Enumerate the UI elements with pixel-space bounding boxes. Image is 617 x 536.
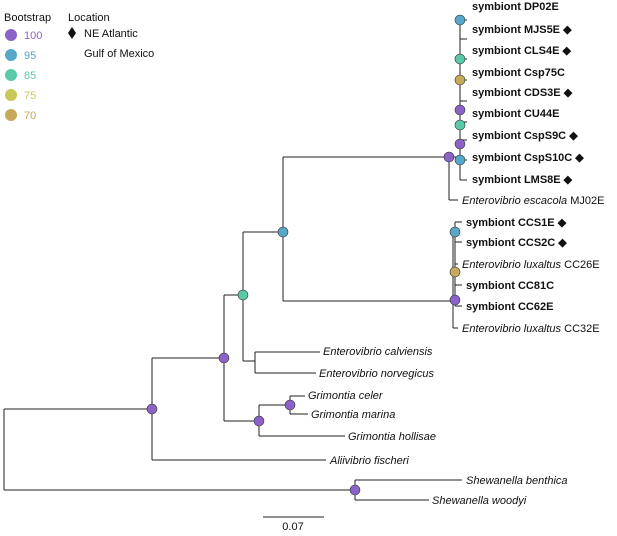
legend-swatch-100: [5, 29, 17, 41]
bootstrap-node: [454, 53, 466, 65]
taxon-label: symbiont CspS9C ◆: [472, 130, 578, 142]
legend-bootstrap-levels: 100 95 85 75 70: [5, 29, 42, 122]
legend: Bootstrap 100 95 85 75 70 Location NE Atlant…: [4, 12, 154, 122]
diamond-icon: ◆: [555, 237, 567, 249]
taxon-label: symbiont CC62E: [466, 301, 553, 313]
taxon-label: Grimontia hollisae: [348, 431, 436, 443]
legend-value-85: 85: [24, 70, 36, 82]
taxon-label: symbiont MJS5E ◆: [472, 24, 572, 36]
scale-bar: 0.07: [263, 516, 324, 533]
bootstrap-node: [449, 226, 461, 238]
diamond-icon: ◆: [566, 130, 578, 142]
taxon-label: symbiont CCS2C ◆: [466, 237, 567, 249]
taxon-label: Enterovibrio calviensis: [323, 346, 433, 358]
bootstrap-node: [218, 352, 230, 364]
bootstrap-node: [454, 119, 466, 131]
legend-swatch-70: [5, 109, 17, 121]
bootstrap-node: [454, 154, 466, 166]
bootstrap-node: [253, 415, 265, 427]
node-markers: [146, 14, 466, 496]
bootstrap-node: [454, 14, 466, 26]
enterovibrio-calv-norv: [254, 351, 320, 374]
diamond-icon: ◆: [561, 87, 573, 99]
diamond-icon: ◆: [572, 152, 584, 164]
legend-swatch-85: [5, 69, 17, 81]
bootstrap-node: [237, 289, 249, 301]
scale-bar-label: 0.07: [282, 521, 303, 531]
legend-swatch-75: [5, 89, 17, 101]
taxon-label: symbiont Csp75C: [472, 67, 565, 79]
taxon-label: Enterovibrio norvegicus: [319, 368, 434, 380]
taxon-label: Grimontia marina: [311, 409, 395, 421]
legend-value-95: 95: [24, 50, 36, 62]
taxon-label: symbiont CU44E: [472, 108, 559, 120]
taxon-label: symbiont LMS8E ◆: [472, 174, 573, 186]
taxon-label: symbiont CDS3E ◆: [472, 87, 573, 99]
tree-branches: [3, 19, 467, 501]
taxon-label: Enterovibrio escacola MJ02E: [462, 195, 604, 207]
taxon-label: Aliivibrio fischeri: [329, 455, 409, 467]
taxon-labels: symbiont DP02E symbiont MJS5E ◆ symbiont…: [308, 1, 604, 507]
bootstrap-node: [277, 226, 289, 238]
taxon-label: Enterovibrio luxaltus CC26E: [462, 259, 600, 271]
bootstrap-node: [449, 294, 461, 306]
bootstrap-node: [449, 266, 461, 278]
bootstrap-node: [443, 151, 455, 163]
legend-swatch-95: [5, 49, 17, 61]
taxon-label: Shewanella woodyi: [432, 495, 527, 507]
legend-value-75: 75: [24, 90, 36, 102]
legend-value-70: 70: [24, 110, 36, 122]
diamond-icon: ◆: [561, 174, 573, 186]
diamond-icon: ◆: [555, 217, 567, 229]
diamond-icon: [68, 27, 76, 39]
bootstrap-node: [454, 138, 466, 150]
taxon-label: Grimontia celer: [308, 390, 384, 402]
legend-location-title: Location: [68, 12, 110, 24]
legend-location-ne-atlantic: NE Atlantic: [84, 28, 138, 40]
legend-location-gulf-of-mexico: Gulf of Mexico: [84, 48, 154, 60]
taxon-label: symbiont CspS10C ◆: [472, 152, 584, 164]
bootstrap-node: [454, 104, 466, 116]
diamond-icon: ◆: [560, 24, 572, 36]
legend-bootstrap-title: Bootstrap: [4, 12, 51, 24]
taxon-label: symbiont CCS1E ◆: [466, 217, 567, 229]
legend-value-100: 100: [24, 30, 42, 42]
bootstrap-node: [454, 74, 466, 86]
diamond-icon: ◆: [559, 45, 571, 57]
taxon-label: symbiont CLS4E ◆: [472, 45, 571, 57]
taxon-label: symbiont DP02E: [472, 1, 559, 13]
taxon-label: Enterovibrio luxaltus CC32E: [462, 323, 600, 335]
bootstrap-node: [349, 484, 361, 496]
bootstrap-node: [284, 399, 296, 411]
bootstrap-node: [146, 403, 158, 415]
taxon-label: symbiont CC81C: [466, 280, 554, 292]
taxon-label: Shewanella benthica: [466, 475, 568, 487]
